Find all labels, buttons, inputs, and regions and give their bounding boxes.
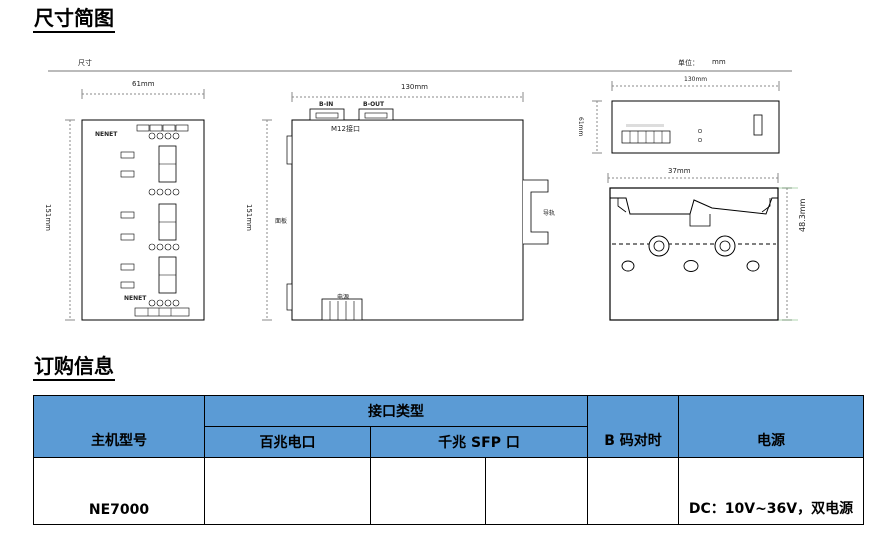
top-view xyxy=(592,81,780,154)
port-b-out-label: B-OUT xyxy=(363,101,385,108)
side-width-dim: 130mm xyxy=(401,83,428,91)
header-host-model: 主机型号 xyxy=(33,395,205,458)
cell-sfp-2 xyxy=(485,457,588,525)
cell-power: DC：10V~36V，双电源 xyxy=(678,457,864,525)
port-b-in-label: B-IN xyxy=(319,101,334,108)
header-interface-type: 接口类型 xyxy=(204,395,588,427)
header-power: 电源 xyxy=(678,395,864,458)
top-width-dim: 130mm xyxy=(684,76,708,83)
header-gigabit-sfp: 千兆 SFP 口 xyxy=(370,426,588,458)
unit-value: mm xyxy=(712,58,726,66)
section-title-ordering: 订购信息 xyxy=(33,354,115,381)
table-row: NE7000 DC：10V~36V，双电源 xyxy=(33,457,864,525)
ordering-table: 主机型号 接口类型 B 码对时 电源 百兆电口 千兆 SFP 口 NE7000 … xyxy=(33,395,864,525)
side-view xyxy=(262,92,549,321)
rail-label: 导轨 xyxy=(543,210,556,217)
front-brand-bottom: NENET xyxy=(124,295,147,302)
front-width-dim: 61mm xyxy=(132,80,155,88)
dimension-drawing xyxy=(48,70,798,321)
front-brand-top: NENET xyxy=(95,131,118,138)
header-b-code-timing: B 码对时 xyxy=(587,395,679,458)
cell-b-code xyxy=(587,457,679,525)
front-view xyxy=(65,89,205,321)
m12-connector-label: M12接口 xyxy=(331,125,360,133)
drawing-header-label: 尺寸 xyxy=(78,59,92,67)
cell-model: NE7000 xyxy=(33,457,205,525)
panel-label: 面板 xyxy=(275,218,288,225)
rail-height-dim: 48.3mm xyxy=(798,198,807,232)
rail-width-dim: 37mm xyxy=(668,167,691,175)
top-height-dim: 61mm xyxy=(577,117,584,137)
unit-label: 单位： xyxy=(678,59,699,67)
rail-view xyxy=(607,173,798,321)
section-title-dimensions: 尺寸简图 xyxy=(33,6,115,33)
side-height-dim: 151mm xyxy=(245,204,253,231)
header-fast-ethernet: 百兆电口 xyxy=(204,426,371,458)
cell-fast-ethernet xyxy=(204,457,371,525)
power-terminal-label: 电源 xyxy=(337,294,350,301)
front-height-dim: 151mm xyxy=(44,204,52,231)
cell-sfp-1 xyxy=(370,457,486,525)
